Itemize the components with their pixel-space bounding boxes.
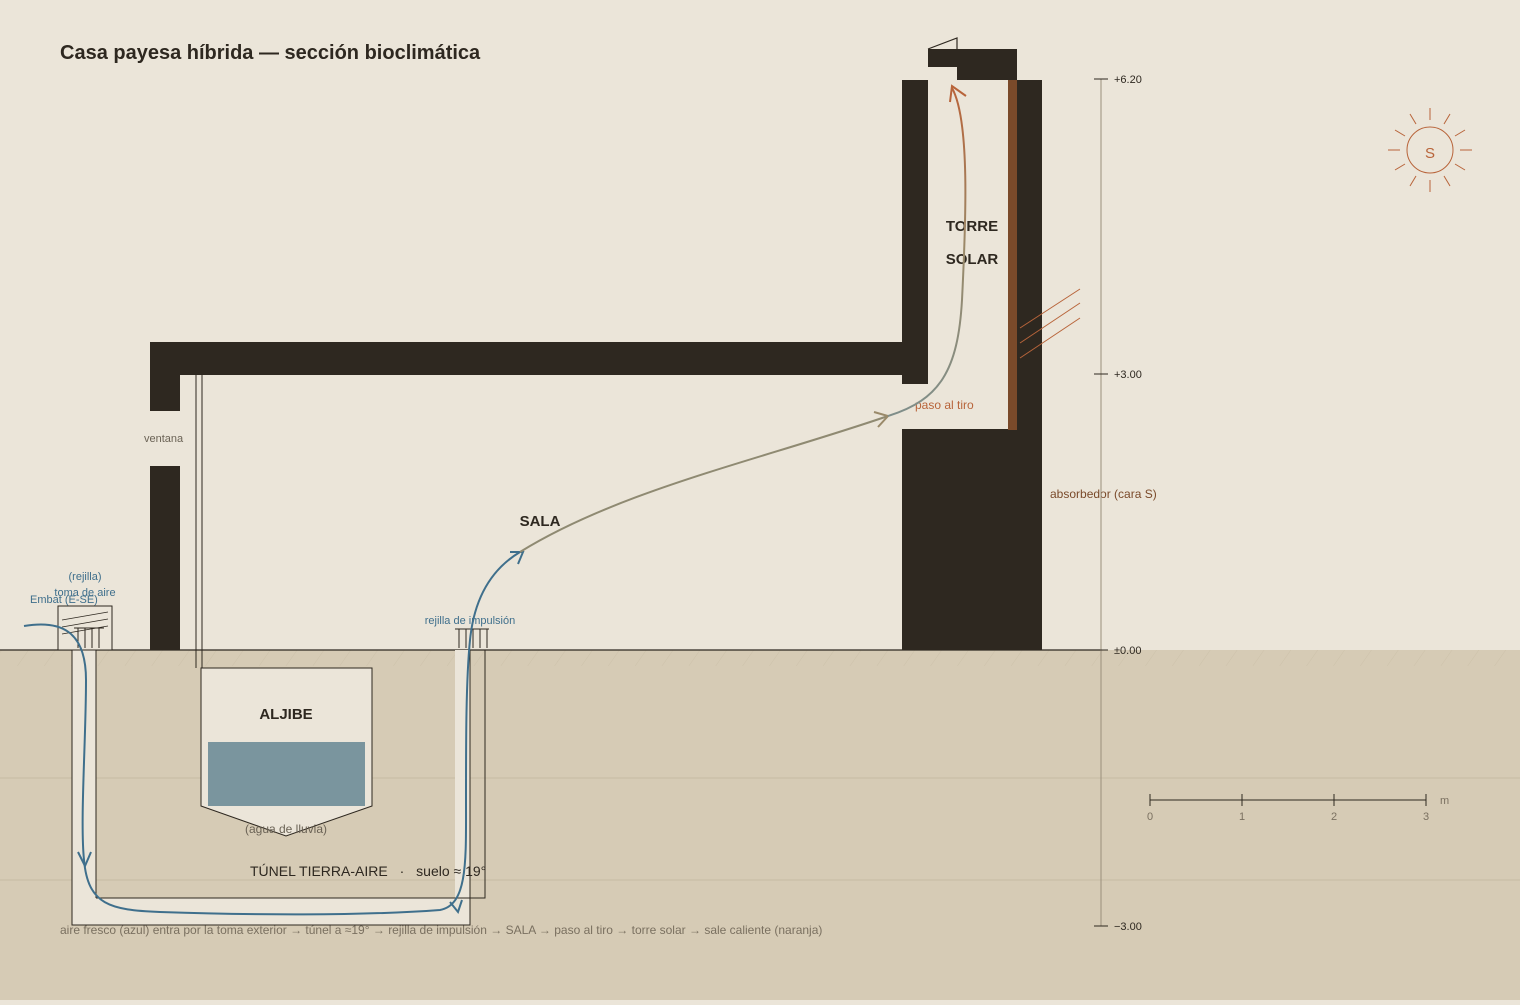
- solar-ray-line: [1019, 302, 1081, 344]
- scale-bar-label: 1: [1239, 811, 1245, 823]
- sun-icon: [1388, 108, 1472, 192]
- solar-ray-line: [1019, 288, 1081, 329]
- ground-hatch-band: [0, 650, 1520, 666]
- elevation-label: −3.00: [1114, 921, 1142, 933]
- water-label: (agua de lluvia): [245, 822, 327, 836]
- left-wall-lower: [150, 466, 180, 650]
- aljibe-label: ALJIBE: [259, 706, 312, 723]
- soil-temp: suelo ≈ 19°: [416, 863, 486, 879]
- intake-louver: [61, 611, 109, 621]
- embat-label: Embat (E-SE): [30, 594, 98, 606]
- aljibe-water: [208, 742, 365, 806]
- tower-cap-base: [957, 64, 1017, 80]
- tunnel-name: TÚNEL TIERRA-AIRE: [250, 863, 388, 879]
- cool-air-arrowhead: [77, 851, 92, 869]
- mixed-air-path: [519, 415, 889, 553]
- cool-air-arrowhead: [510, 551, 525, 565]
- roof-slab: [150, 342, 928, 375]
- tower-cap-top: [928, 49, 1017, 67]
- elevation-label: +6.20: [1114, 74, 1142, 86]
- scale-bar-label: 3: [1423, 811, 1429, 823]
- scale-bar-label: 2: [1331, 811, 1337, 823]
- scale-bar-label: 0: [1147, 811, 1153, 823]
- elevation-label: +3.00: [1114, 369, 1142, 381]
- cap-vane-outline: [927, 37, 958, 50]
- absorber-label: absorbedor (cara S): [1050, 487, 1157, 501]
- sala-label: SALA: [520, 513, 561, 530]
- paso-label: paso al tiro: [915, 398, 974, 412]
- ventana-label: ventana: [144, 433, 184, 445]
- solar-ray-line: [1019, 317, 1081, 359]
- cool-air-arrowhead: [449, 899, 463, 915]
- tower-label-line1: TORRE: [946, 218, 998, 235]
- impulsion-label: rejilla de impulsión: [425, 615, 516, 627]
- flow-caption: aire fresco (azul) entra por la toma ext…: [60, 923, 822, 937]
- tower-left-wall: [902, 80, 928, 384]
- tunnel-label: TÚNEL TIERRA-AIRE · suelo ≈ 19°: [250, 863, 486, 879]
- warm-air-arrowhead: [949, 84, 967, 103]
- tower-right-wall: [1016, 80, 1042, 430]
- sun-label: S: [1425, 145, 1435, 162]
- intake-grille: [74, 627, 104, 648]
- tower-label-line2: SOLAR: [946, 251, 999, 268]
- intake-louver: [61, 618, 109, 628]
- absorber-plate: [1008, 80, 1017, 430]
- warm-air-path: [887, 87, 967, 417]
- elevation-label: ±0.00: [1114, 645, 1141, 657]
- page-title: Casa payesa híbrida — sección bioclimáti…: [60, 42, 481, 64]
- tower-base-mass: [902, 429, 1042, 650]
- scale-bar-unit: m: [1440, 795, 1449, 807]
- toma-label: toma de aire: [54, 587, 115, 599]
- tunnel-separator: ·: [400, 863, 405, 879]
- rejilla-label: (rejilla): [69, 571, 102, 583]
- cool-air-path: [23, 551, 521, 916]
